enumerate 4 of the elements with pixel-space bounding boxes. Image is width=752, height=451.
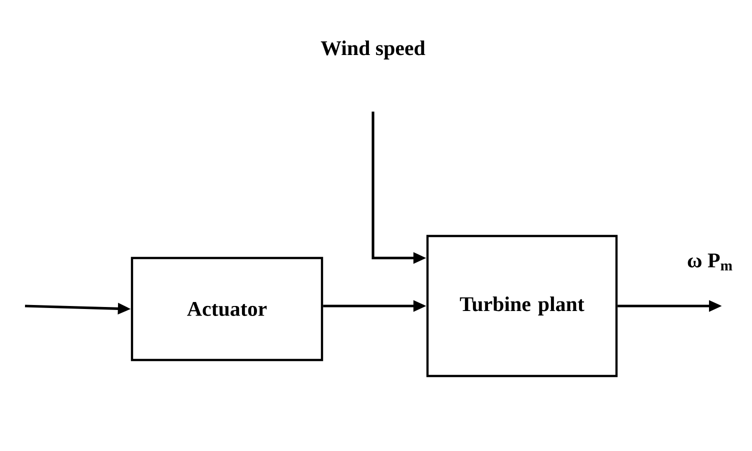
output-label: ω P$_{m}$ [688,254,732,270]
input-label: Wind speed [320,40,426,60]
process-box: Turbine plant [426,234,618,378]
process-box: Actuator [130,256,324,362]
